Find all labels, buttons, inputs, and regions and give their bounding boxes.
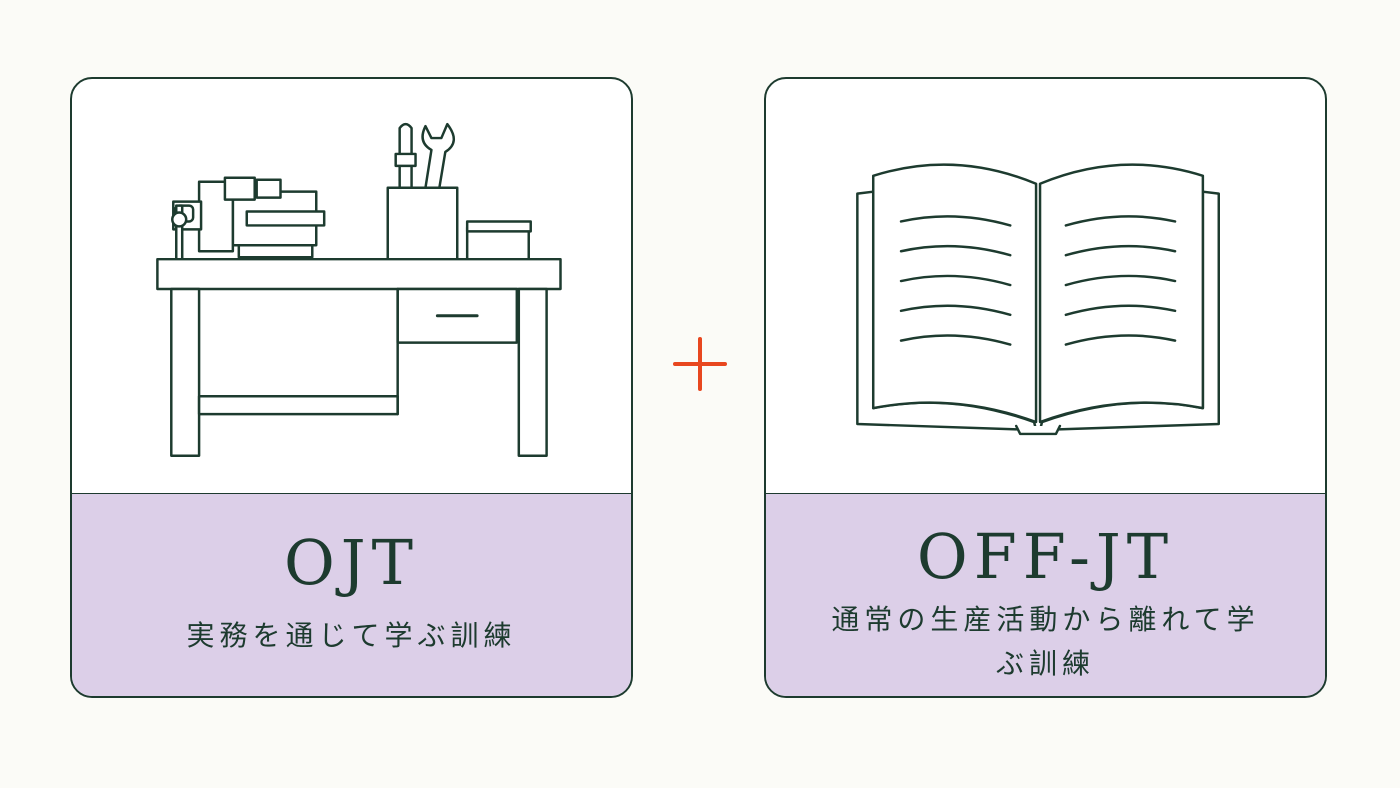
ojt-label-panel: OJT 実務を通じて学ぶ訓練 [72,493,631,696]
ojt-description: 実務を通じて学ぶ訓練 [186,619,517,652]
workbench-illustration [72,79,631,493]
small-box-icon [465,220,532,261]
open-book-icon [856,163,1221,436]
bench-vise-icon [171,176,326,278]
off-jt-label-panel: OFF-JT 通常の生産活動から離れて学ぶ訓練 [766,493,1325,696]
book-illustration [766,79,1325,493]
off-jt-description: 通常の生産活動から離れて学ぶ訓練 [831,603,1260,680]
left-page-lines [899,215,1012,346]
off-jt-title: OFF-JT [916,520,1175,593]
tool-cup-icon [386,122,459,261]
plus-connector [671,335,729,393]
off-jt-card: OFF-JT 通常の生産活動から離れて学ぶ訓練 [764,77,1327,698]
workbench-icon [156,122,562,458]
right-page-lines [1064,215,1177,346]
ojt-title: OJT [283,526,420,599]
table-icon [156,257,562,458]
plus-icon [673,337,727,391]
ojt-card: OJT 実務を通じて学ぶ訓練 [70,77,633,698]
